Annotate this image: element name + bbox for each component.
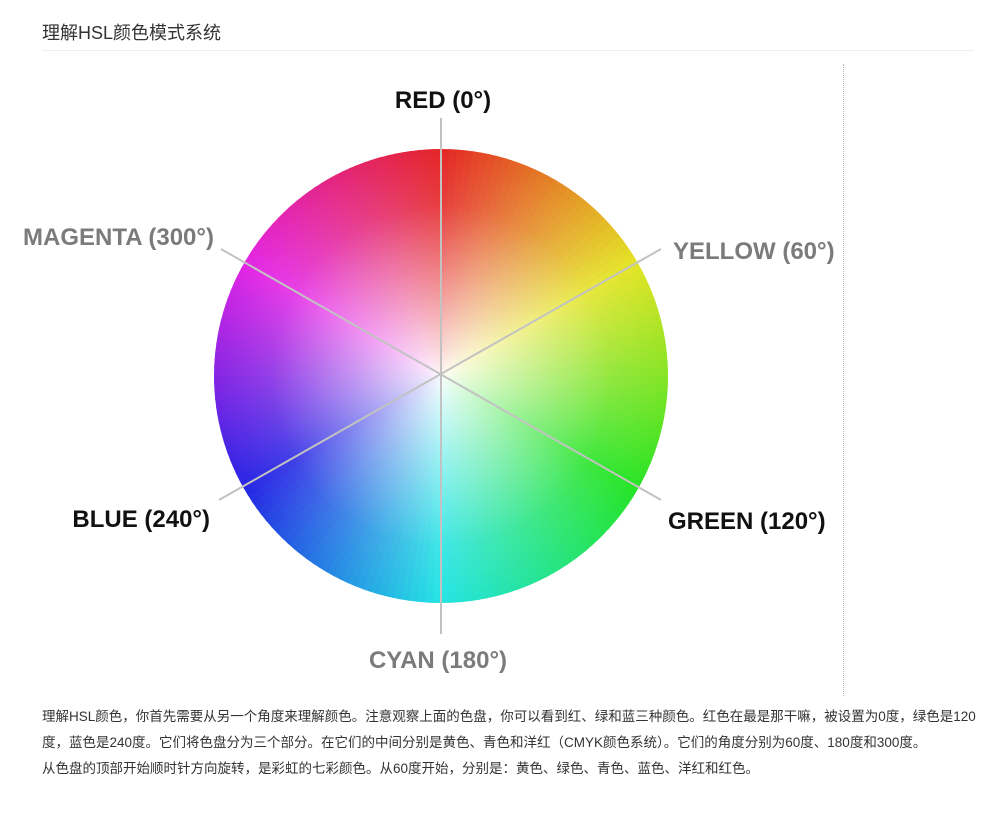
label-magenta: MAGENTA (300°): [23, 224, 214, 251]
title-bar: 理解HSL颜色模式系统: [42, 0, 974, 51]
sidebar-divider: [843, 64, 844, 696]
description-paragraph-2: 从色盘的顶部开始顺时针方向旋转，是彩虹的七彩颜色。从60度开始，分别是：黄色、绿…: [42, 761, 760, 776]
spoke-magenta-green: [220, 248, 662, 501]
color-wheel-graphic: RED (0°) YELLOW (60°) GREEN (120°) CYAN …: [23, 87, 835, 674]
label-blue: BLUE (240°): [72, 506, 210, 533]
description-paragraph-1: 理解HSL颜色，你首先需要从另一个角度来理解颜色。注意观察上面的色盘，你可以看到…: [42, 709, 976, 750]
hue-wheel: [214, 149, 668, 603]
page-title: 理解HSL颜色模式系统: [42, 23, 222, 43]
label-red: RED (0°): [395, 87, 491, 114]
description-text: 理解HSL颜色，你首先需要从另一个角度来理解颜色。注意观察上面的色盘，你可以看到…: [42, 704, 977, 782]
label-green: GREEN (120°): [668, 508, 826, 535]
hsl-figure: RED (0°) YELLOW (60°) GREEN (120°) CYAN …: [23, 64, 844, 696]
label-yellow: YELLOW (60°): [673, 238, 835, 265]
label-cyan: CYAN (180°): [369, 647, 507, 674]
